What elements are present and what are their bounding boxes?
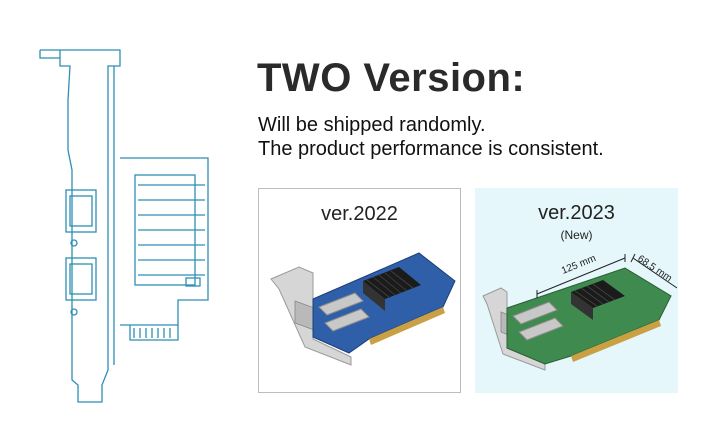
version-2022-panel: ver.2022 xyxy=(258,188,461,393)
version-2022-card-image xyxy=(270,252,456,366)
network-card-outline-illustration xyxy=(39,49,209,403)
version-2022-label: ver.2022 xyxy=(321,203,398,225)
shipping-note: Will be shipped randomly. xyxy=(258,114,486,136)
new-tag: (New) xyxy=(560,228,593,242)
version-2023-card-image: 125 mm 68.5 mm xyxy=(482,253,678,371)
length-dimension-label: 125 mm xyxy=(560,253,598,277)
performance-note: The product performance is consistent. xyxy=(258,138,604,160)
version-2023-label: ver.2023 xyxy=(538,202,615,224)
page-heading: TWO Version: xyxy=(257,56,526,100)
version-2023-panel: ver.2023 (New) 125 mm 68.5 mm xyxy=(475,188,678,393)
